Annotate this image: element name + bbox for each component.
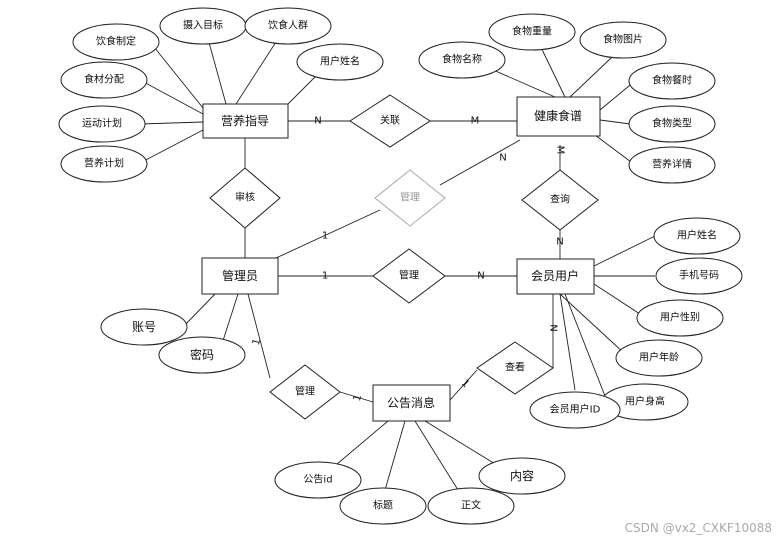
relationship-label: 管理 xyxy=(399,269,419,282)
entity-member-user: 会员用户 xyxy=(516,258,595,295)
entity-nutrition-guidance: 营养指导 xyxy=(202,103,289,139)
cardinality-label: 1 xyxy=(352,393,364,402)
attribute-nutrition-plan: 营养计划 xyxy=(60,145,148,183)
attribute-label: 公告id xyxy=(303,473,332,486)
attribute-member-id: 会员用户ID xyxy=(529,391,621,429)
relationship-label: 查询 xyxy=(550,193,570,206)
attribute-label: 摄入目标 xyxy=(183,19,223,32)
attribute-diet-plan: 饮食制定 xyxy=(72,23,160,61)
attribute-label: 密码 xyxy=(190,347,214,362)
relationship-label: 管理 xyxy=(295,385,315,398)
attribute-meal-time: 食物餐时 xyxy=(628,62,716,100)
attribute-label: 运动计划 xyxy=(82,117,122,130)
attribute-food-image: 食物图片 xyxy=(579,21,667,59)
attribute-label: 食物名称 xyxy=(442,53,482,66)
attribute-label: 账号 xyxy=(132,320,156,334)
cardinality-label: 1 xyxy=(322,231,328,242)
entity-admin: 管理员 xyxy=(201,257,279,295)
attribute-label: 用户姓名 xyxy=(320,55,360,68)
attribute-intake-goal: 摄入目标 xyxy=(159,7,247,45)
attribute-label: 用户身高 xyxy=(625,395,665,408)
attribute-phone: 手机号码 xyxy=(655,257,743,295)
attribute-height: 用户身高 xyxy=(601,383,689,421)
attribute-label: 会员用户ID xyxy=(550,403,601,416)
relationship-manage-member: 管理 xyxy=(372,248,446,304)
cardinality-label: M xyxy=(471,116,480,127)
attribute-label: 用户性别 xyxy=(660,311,700,324)
attribute-label: 食物重量 xyxy=(512,25,552,38)
entity-label: 健康食谱 xyxy=(534,108,582,123)
attribute-label: 用户姓名 xyxy=(677,229,717,242)
cardinality-label: N xyxy=(314,116,321,127)
cardinality-label: 1 xyxy=(322,271,328,282)
entity-label: 管理员 xyxy=(222,268,258,283)
attribute-title: 标题 xyxy=(339,487,427,525)
attribute-label: 食物类型 xyxy=(652,117,692,130)
relationship-label: 管理 xyxy=(400,191,420,204)
relationship-manage-notice: 管理 xyxy=(269,364,341,420)
attribute-label: 食材分配 xyxy=(84,73,124,86)
relationship-label: 关联 xyxy=(380,114,400,127)
attribute-food-name: 食物名称 xyxy=(418,41,506,79)
attribute-food-type: 食物类型 xyxy=(628,105,716,143)
attribute-content: 内容 xyxy=(478,457,566,495)
attribute-account: 账号 xyxy=(100,308,188,346)
attribute-label: 用户年龄 xyxy=(639,351,679,364)
cardinality-label: N xyxy=(556,237,563,248)
attribute-label: 正文 xyxy=(461,499,481,512)
attribute-notice-id: 公告id xyxy=(274,461,362,499)
attribute-ingredient-alloc: 食材分配 xyxy=(60,61,148,99)
cardinality-label: N xyxy=(477,271,484,282)
attribute-label: 食物餐时 xyxy=(652,74,692,87)
attribute-member-name: 用户姓名 xyxy=(653,217,741,255)
attribute-age: 用户年龄 xyxy=(615,339,703,377)
relationship-audit: 审核 xyxy=(209,167,281,229)
relationship-link: 关联 xyxy=(349,94,431,148)
relationship-label: 审核 xyxy=(235,191,255,204)
attribute-nutrition-detail: 营养详情 xyxy=(628,146,716,184)
attribute-label: 饮食制定 xyxy=(96,35,136,48)
watermark: CSDN @vx2_CXKF10088 xyxy=(624,521,772,535)
attribute-body: 正文 xyxy=(427,487,515,525)
attribute-food-weight: 食物重量 xyxy=(488,13,576,51)
relationship-view: 查看 xyxy=(476,341,554,395)
relationship-label: 查看 xyxy=(505,361,525,374)
entity-label: 营养指导 xyxy=(221,113,269,128)
relationship-query: 查询 xyxy=(521,169,599,231)
attribute-user-name: 用户姓名 xyxy=(296,43,384,81)
attribute-password: 密码 xyxy=(158,336,246,374)
connector-lines xyxy=(139,27,656,491)
relationship-manage-recipe: 管理 xyxy=(374,169,446,227)
attribute-label: 手机号码 xyxy=(679,269,719,282)
attribute-label: 内容 xyxy=(510,468,534,483)
cardinality-label: M xyxy=(555,146,566,155)
attribute-gender: 用户性别 xyxy=(636,299,724,337)
cardinality-label: N xyxy=(548,324,559,331)
attribute-label: 饮食人群 xyxy=(268,19,308,32)
entity-healthy-recipe: 健康食谱 xyxy=(516,96,601,137)
attribute-label: 标题 xyxy=(373,500,393,512)
cardinality-label: N xyxy=(499,153,506,164)
entity-label: 公告消息 xyxy=(387,395,435,410)
attribute-diet-crowd: 饮食人群 xyxy=(244,7,332,45)
entity-label: 会员用户 xyxy=(531,268,579,283)
attribute-label: 食物图片 xyxy=(603,33,643,46)
cardinality-label: 1 xyxy=(251,337,263,346)
attribute-exercise-plan: 运动计划 xyxy=(58,105,146,143)
attribute-label: 营养计划 xyxy=(84,157,124,170)
attribute-label: 营养详情 xyxy=(652,158,692,171)
entity-notice: 公告消息 xyxy=(372,384,451,422)
